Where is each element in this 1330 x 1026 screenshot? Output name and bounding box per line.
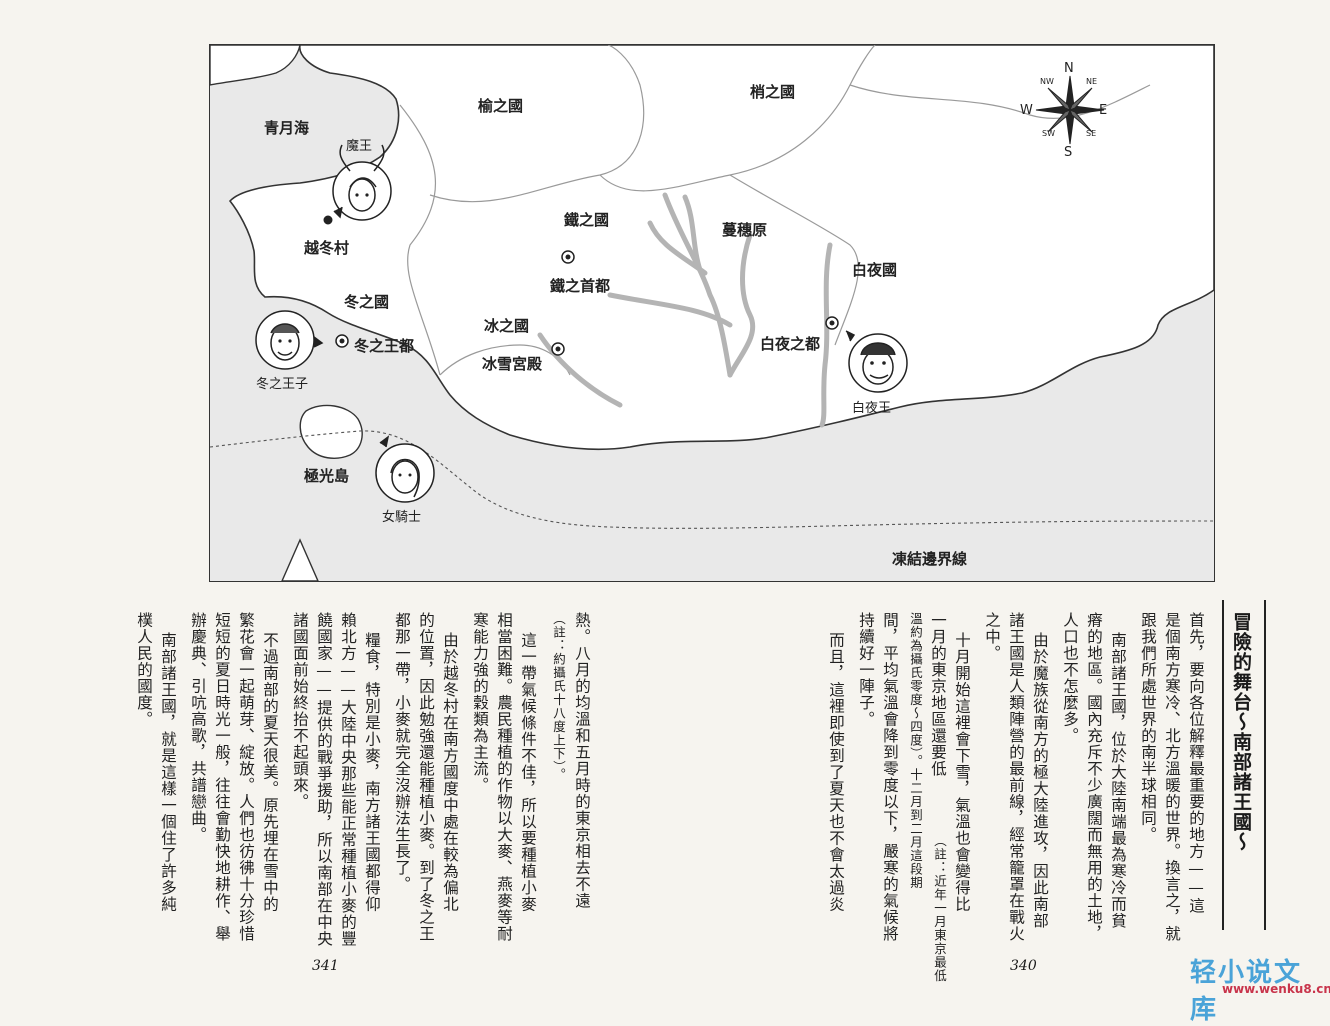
- place-white-night-capital: 白夜之都: [760, 335, 821, 353]
- ice-palace-marker-inner: [555, 346, 561, 352]
- female-knight-portrait: [375, 435, 435, 503]
- p341-line-2: （註：約攝氏十八度上下）。: [551, 612, 566, 782]
- winter-village-marker: [323, 215, 333, 225]
- watermark: 轻小说文库 www.wenku8.cn: [1188, 952, 1330, 1025]
- frozen-border-line: [210, 430, 1214, 529]
- p341-line-6: 由於越冬村在南方國度中處在較為偏北: [441, 632, 459, 913]
- char-female-knight-label: 女騎士: [382, 510, 422, 525]
- p340-line-1: 首先，要向各位解釋最重要的地方——這: [1187, 612, 1205, 914]
- compass-sw-label: SW: [1042, 129, 1055, 138]
- p341-line-14: 繁花會一起萌芽、綻放。人們也彷彿十分珍惜: [237, 612, 255, 942]
- char-winter-prince-label: 冬之王子: [256, 377, 309, 392]
- aurora-island-shape: [299, 404, 363, 459]
- region-iron-kingdom: 鐵之國: [564, 211, 610, 229]
- white-night-king-portrait: [845, 330, 908, 393]
- p341-line-9: 糧食，特別是小麥，南方諸王國都得仰: [363, 632, 381, 913]
- iron-capital-marker-inner: [565, 254, 571, 260]
- p340-line-12: 溫約為攝氏零度〜四度）。十二月到二月這段期: [908, 612, 923, 890]
- place-iron-capital: 鐵之首都: [550, 277, 611, 295]
- region-white-night-kingdom: 白夜國: [852, 261, 898, 279]
- region-aurora-island: 極光島: [304, 467, 350, 485]
- p341-line-17: 南部諸王國，就是這樣一個住了許多純: [159, 632, 177, 913]
- compass-se-label: SE: [1086, 129, 1097, 138]
- demon-king-portrait: [332, 144, 392, 221]
- winter-capital-marker-inner: [339, 338, 345, 344]
- place-ice-palace: 冰雪宮殿: [482, 355, 543, 373]
- p341-line-18: 樸人民的國度。: [135, 612, 153, 728]
- rivers: [537, 192, 833, 428]
- p341-line-1: 熱。八月的均溫和五月時的東京相去不遠: [573, 612, 591, 909]
- place-markers: [323, 215, 839, 356]
- compass-w-label: W: [1020, 103, 1033, 118]
- page-number-341: 341: [312, 958, 339, 974]
- p340-line-7: 由於魔族從南方的極大陸進攻，因此南部: [1031, 632, 1049, 929]
- p340-line-13: 間，平均氣溫會降到零度以下，嚴寒的氣候將: [881, 612, 899, 942]
- p340-note-inline: （註：近年一月東京最低: [932, 834, 947, 983]
- p341-line-4: 相當困難。農民種植的作物以大麥、燕麥等耐: [495, 612, 513, 942]
- place-winter-royal-capital: 冬之王都: [354, 337, 415, 355]
- south-land-tip: [281, 538, 319, 581]
- p340-line-8: 諸王國是人類陣營的最前線，經常籠罩在戰火: [1007, 612, 1025, 942]
- p341-line-5: 寒能力強的穀類為主流。: [471, 612, 489, 794]
- char-demon-king-label: 魔王: [346, 139, 373, 154]
- map: N E S W NE SE SW NW 青月海 榆之國 梢之國 鐵之國 蔓穗原 …: [209, 44, 1215, 582]
- compass-ne-label: NE: [1086, 77, 1098, 86]
- white-night-capital-marker-inner: [829, 320, 835, 326]
- north-west-land: [210, 45, 301, 86]
- p341-line-16: 辦慶典、引吭高歌，共譜戀曲。: [189, 612, 207, 843]
- region-blue-moon-sea: 青月海: [264, 119, 310, 137]
- page-number-340: 340: [1010, 958, 1037, 974]
- heading-box: [1222, 600, 1266, 930]
- p340-line-6: 人口也不怎麼多。: [1061, 612, 1079, 744]
- p341-line-11: 饒國家——提供的戰爭援助，所以南部在中央: [315, 612, 333, 947]
- p341-line-13: 不過南部的夏天很美。原先埋在雪中的: [261, 632, 279, 913]
- compass-n-label: N: [1064, 61, 1074, 76]
- compass-s-label: S: [1064, 145, 1073, 160]
- p340-line-2: 是個南方寒冷、北方溫暖的世界。換言之，就: [1163, 612, 1181, 942]
- p341-line-3: 這一帶氣候條件不佳，所以要種植小麥: [519, 632, 537, 913]
- region-vine-plain: 蔓穗原: [722, 221, 768, 239]
- place-winter-village: 越冬村: [304, 239, 350, 257]
- compass-rose-icon: [1035, 75, 1105, 145]
- p341-line-12: 諸國面前始終抬不起頭來。: [291, 612, 309, 810]
- watermark-url: www.wenku8.cn: [1222, 982, 1330, 996]
- p341-line-15: 短短的夏日時光一般，往往會勤快地耕作、舉: [213, 612, 231, 942]
- p340-line-11: 一月的東京地區還要低: [929, 612, 947, 777]
- compass-nw-label: NW: [1040, 77, 1054, 86]
- p340-line-4: 南部諸王國，位於大陸南端最為寒冷而貧: [1109, 632, 1127, 929]
- p340-line-10: 十月開始這裡會下雪，氣溫也會變得比: [953, 632, 971, 913]
- compass-e-label: E: [1099, 103, 1108, 118]
- map-drawing: [210, 45, 1214, 581]
- region-winter-kingdom: 冬之國: [344, 293, 390, 311]
- p340-line-9: 之中。: [983, 612, 1001, 662]
- region-shao-kingdom: 梢之國: [750, 83, 796, 101]
- p340-line-5: 瘠的地區。國內充斥不少廣闊而無用的土地，: [1085, 612, 1103, 942]
- winter-prince-portrait: [255, 310, 324, 370]
- p340-line-3: 跟我們所處世界的南半球相同。: [1139, 612, 1157, 843]
- section-heading: 冒險的舞台〜南部諸王國〜: [1230, 612, 1252, 852]
- p340-line-15: 而且，這裡即使到了夏天也不會太過炎: [827, 632, 845, 913]
- p341-line-10: 賴北方——大陸中央那些能正常種植小麥的豐: [339, 612, 357, 947]
- region-yu-kingdom: 榆之國: [478, 97, 524, 115]
- p341-line-8: 都那一帶，小麥就完全沒辦法生長了。: [393, 612, 411, 893]
- char-white-night-king-label: 白夜王: [852, 401, 892, 416]
- region-ice-kingdom: 冰之國: [484, 317, 530, 335]
- p340-line-14: 持續好一陣子。: [857, 612, 875, 728]
- p341-line-7: 的位置，因此勉強還能種植小麥。到了冬之王: [417, 612, 435, 942]
- region-frozen-border: 凍結邊界線: [892, 550, 968, 568]
